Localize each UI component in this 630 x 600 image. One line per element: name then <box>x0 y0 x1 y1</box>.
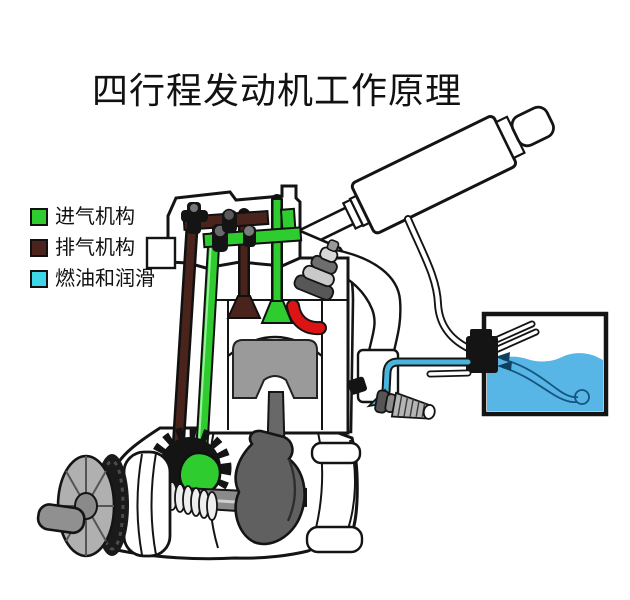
muffler-body <box>350 115 518 235</box>
mounting-lug <box>305 525 364 554</box>
fuel-inlet-nipple <box>347 376 367 395</box>
muffler <box>285 105 555 255</box>
piston <box>232 339 318 399</box>
fuel-flow-arrows <box>495 352 512 371</box>
counterweight-facet <box>286 458 297 522</box>
legend-item-intake: 进气机构 <box>30 207 155 227</box>
tank-stopper-fitting <box>466 329 498 373</box>
intake-valve <box>260 194 294 324</box>
prop-drive-drum <box>122 450 172 558</box>
crankshaft-front-stub <box>36 503 86 535</box>
muffler-outlet <box>510 105 555 148</box>
legend-label: 进气机构 <box>55 206 135 228</box>
intake-pushrod <box>194 231 221 469</box>
crank-counterweight <box>234 429 306 546</box>
rocker-pivot-bolts <box>181 202 208 234</box>
exhaust-color-swatch <box>30 239 48 257</box>
glow-plug <box>293 239 340 301</box>
intake-color-swatch <box>30 208 48 226</box>
legend: 进气机构 排气机构 燃油和润滑 <box>30 207 155 300</box>
intake-rocker-pivot <box>212 208 256 252</box>
legend-label: 排气机构 <box>55 237 135 259</box>
clunk-pickup-line <box>501 358 590 405</box>
legend-item-exhaust: 排气机构 <box>30 238 155 258</box>
needle-valve <box>374 389 436 420</box>
fuel-stub-tube <box>426 369 472 378</box>
exhaust-pushrod <box>171 221 199 457</box>
mounting-lug <box>310 441 362 465</box>
page-title: 四行程发动机工作原理 <box>92 71 463 111</box>
exhaust-port-hot-indicator <box>286 299 327 336</box>
head-bracket <box>145 236 177 270</box>
muffler-pressure-line <box>404 215 472 352</box>
legend-item-fuel: 燃油和润滑 <box>30 269 155 289</box>
fuel-color-swatch <box>30 270 48 288</box>
fuel-tank <box>426 311 609 417</box>
legend-label: 燃油和润滑 <box>55 268 155 290</box>
drum-bands <box>136 452 157 556</box>
